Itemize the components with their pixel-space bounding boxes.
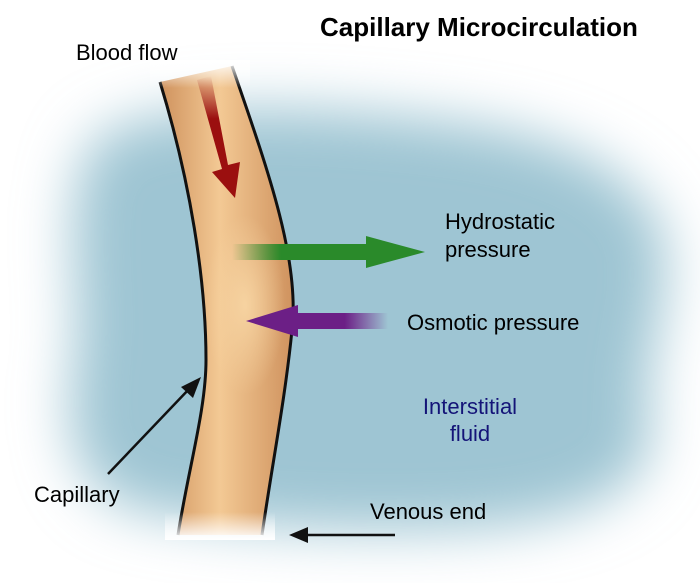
vessel-wall-left [158, 81, 208, 536]
venous-end-pointer-arrow [289, 527, 395, 543]
hydrostatic-label-line2: pressure [445, 237, 531, 262]
left-arrow-icon [246, 305, 388, 337]
down-arrow-icon [197, 76, 240, 198]
blood-flow-label: Blood flow [76, 40, 178, 65]
diagram-title: Capillary Microcirculation [320, 12, 638, 42]
interstitial-label-line2: fluid [450, 421, 490, 446]
vessel-highlight [205, 215, 285, 395]
venous-end-label: Venous end [370, 499, 486, 524]
vessel-fade-bottom [165, 512, 275, 540]
hydrostatic-label-line1: Hydrostatic [445, 209, 555, 234]
capillary-label: Capillary [34, 482, 120, 507]
capillary-pointer-arrow [107, 377, 201, 475]
interstitial-label-line1: Interstitial [423, 394, 517, 419]
right-arrow-icon [232, 236, 425, 268]
capillary-vessel [150, 60, 295, 540]
osmotic-label: Osmotic pressure [407, 310, 579, 335]
